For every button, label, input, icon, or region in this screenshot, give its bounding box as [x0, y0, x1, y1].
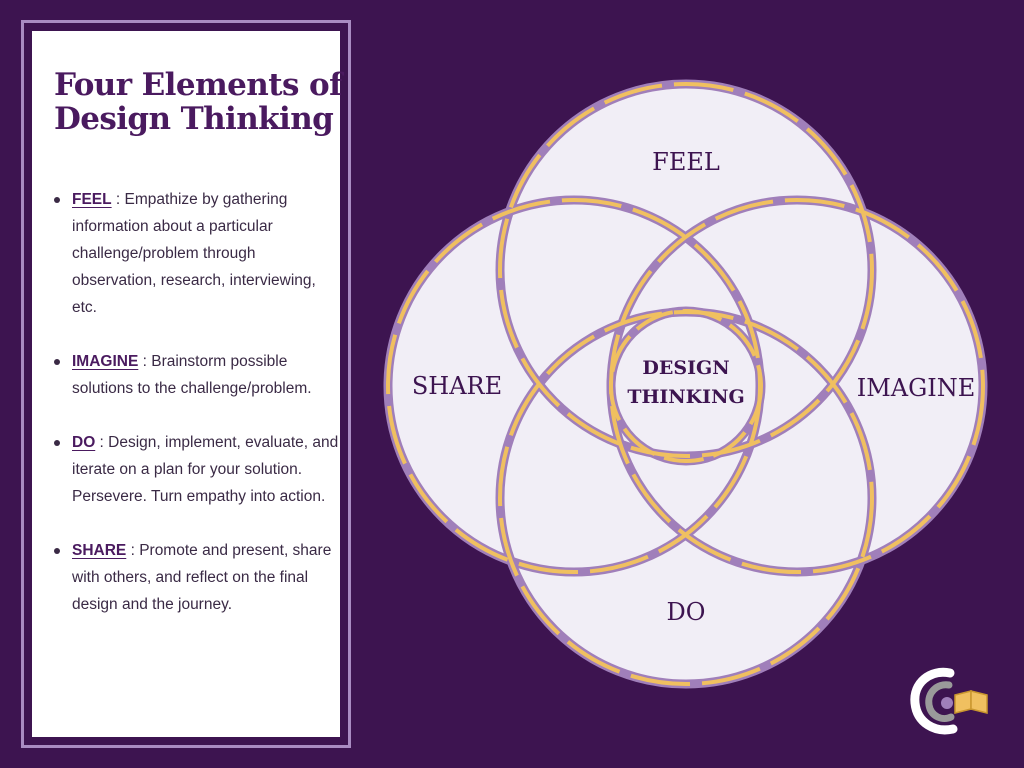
term-share: SHARE — [72, 542, 127, 559]
term-imagine: IMAGINE — [72, 353, 139, 370]
ring-center-gold — [609, 309, 763, 463]
info-panel: Four Elements of Design Thinking FEEL : … — [32, 31, 342, 737]
term-do: DO — [72, 434, 96, 451]
center-label-line-1: DESIGN — [642, 357, 729, 379]
separator: : — [138, 353, 152, 370]
list-item-imagine: IMAGINE : Brainstorm possible solutions … — [54, 348, 344, 402]
label-imagine: IMAGINE — [857, 374, 976, 402]
open-book-logo-icon — [910, 667, 988, 735]
description-share: Promote and present, share with others, … — [72, 542, 332, 613]
center-label-line-2: THINKING — [627, 386, 744, 408]
ring-feel-gold — [498, 82, 874, 458]
title-line-2: Design Thinking — [54, 101, 334, 137]
label-feel: FEEL — [652, 148, 720, 176]
title-line-1: Four Elements of — [54, 67, 342, 103]
description-do: Design, implement, evaluate, and iterate… — [72, 434, 339, 505]
label-do: DO — [667, 598, 706, 626]
separator: : — [126, 542, 140, 559]
list-item-share: SHARE : Promote and present, share with … — [54, 537, 344, 618]
elements-list: FEEL : Empathize by gathering informatio… — [50, 186, 344, 645]
separator: : — [111, 191, 125, 208]
description-feel: Empathize by gathering information about… — [72, 191, 316, 316]
circle-share — [388, 200, 760, 572]
info-panel-frame: Four Elements of Design Thinking FEEL : … — [21, 20, 351, 748]
description-imagine: Brainstorm possible solutions to the cha… — [72, 353, 312, 397]
separator: : — [95, 434, 109, 451]
label-share: SHARE — [412, 372, 502, 400]
term-feel: FEEL — [72, 191, 112, 208]
list-item-do: DO : Design, implement, evaluate, and it… — [54, 429, 344, 510]
rings — [383, 79, 988, 689]
circle-fills — [388, 84, 983, 684]
list-item-feel: FEEL : Empathize by gathering informatio… — [54, 186, 344, 321]
page-title: Four Elements of Design Thinking — [54, 68, 344, 136]
